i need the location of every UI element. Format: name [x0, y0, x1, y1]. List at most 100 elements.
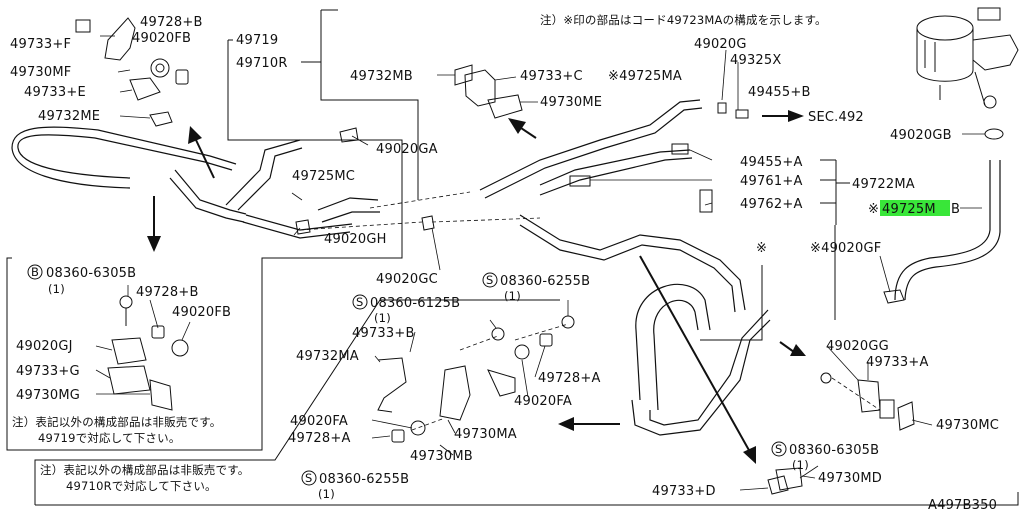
- hose-assembly-main: [11, 99, 1001, 436]
- quantity-label: (1): [318, 487, 335, 501]
- fitting-icon: [735, 109, 749, 119]
- bracket-icon: [107, 365, 151, 395]
- part-label[interactable]: 49020GB: [890, 128, 952, 143]
- circle-s-icon: [301, 470, 317, 486]
- fitting-icon: [717, 102, 727, 114]
- collar-icon: [175, 69, 189, 85]
- part-label[interactable]: 08360-6255B: [319, 472, 409, 487]
- part-label[interactable]: 49730MA: [454, 427, 517, 442]
- clamp-icon: [984, 128, 1004, 140]
- part-label[interactable]: 49722MA: [852, 177, 915, 192]
- part-label[interactable]: 49020GA: [376, 142, 438, 157]
- part-label[interactable]: 49732MA: [296, 349, 359, 364]
- footer-note-lower-ref: 49710Rで対応して下さい。: [66, 479, 217, 493]
- highlighted-part-label[interactable]: 49725M: [882, 202, 936, 217]
- collar-icon: [391, 429, 405, 443]
- grommet-icon: [155, 63, 165, 73]
- part-label[interactable]: 49325X: [730, 53, 781, 68]
- part-label[interactable]: 49020GG: [826, 339, 889, 354]
- clamp-icon: [295, 219, 311, 235]
- part-label[interactable]: ※49725MA: [608, 69, 682, 84]
- bracket-icon: [487, 369, 516, 397]
- part-label[interactable]: 49730ME: [540, 95, 602, 110]
- clamp-icon: [879, 399, 895, 419]
- clamp-icon: [339, 127, 359, 143]
- asterisk-mark: ※: [868, 202, 879, 217]
- clamp-icon: [767, 475, 789, 495]
- part-label[interactable]: 49730MD: [818, 471, 882, 486]
- part-label[interactable]: 49733+A: [866, 355, 929, 370]
- part-label[interactable]: 08360-6125B: [370, 296, 460, 311]
- collar-icon: [539, 333, 553, 347]
- bolt-icon: [820, 372, 832, 384]
- part-label[interactable]: 49730MF: [10, 65, 71, 80]
- part-label[interactable]: 49730MB: [410, 449, 473, 464]
- footer-note-lower: 注）表記以外の構成部品は非販売です。: [40, 463, 249, 477]
- part-label[interactable]: 08360-6305B: [789, 443, 879, 458]
- circle-s-icon: [771, 441, 787, 457]
- part-label[interactable]: 49732ME: [38, 109, 100, 124]
- part-label[interactable]: 49728+B: [140, 15, 203, 30]
- part-label[interactable]: 49733+B: [352, 326, 415, 341]
- grommet-icon: [171, 339, 189, 357]
- part-label[interactable]: 49728+A: [288, 431, 351, 446]
- part-label-suffix: B: [951, 202, 960, 217]
- part-label[interactable]: 49020GH: [324, 232, 387, 247]
- clamp-icon: [421, 215, 435, 231]
- part-label[interactable]: 08360-6305B: [46, 266, 136, 281]
- bracket-icon: [149, 111, 173, 127]
- bracket-icon: [897, 401, 915, 431]
- bolt-icon: [119, 295, 133, 309]
- part-label[interactable]: 49719: [236, 33, 278, 48]
- diagram-code: A497B350: [928, 498, 997, 512]
- block-icon: [464, 69, 496, 107]
- bracket-icon: [377, 357, 407, 413]
- part-label[interactable]: 49725MC: [292, 169, 355, 184]
- grommet-icon: [150, 58, 170, 78]
- part-label[interactable]: 49710R: [236, 56, 288, 71]
- pressure-switch-icon: [569, 175, 591, 187]
- fitting-icon: [671, 143, 689, 155]
- leader-lines: [95, 35, 985, 491]
- quantity-label: (1): [504, 289, 521, 303]
- part-label[interactable]: 49020GJ: [16, 339, 73, 354]
- part-label[interactable]: 49761+A: [740, 174, 803, 189]
- part-label[interactable]: 49730MC: [936, 418, 999, 433]
- part-label[interactable]: 49733+E: [24, 85, 86, 100]
- part-label[interactable]: 49733+G: [16, 364, 80, 379]
- part-label[interactable]: 49020FA: [514, 394, 572, 409]
- part-label[interactable]: 49733+C: [520, 69, 583, 84]
- part-label[interactable]: 49728+B: [136, 285, 199, 300]
- part-label[interactable]: 49762+A: [740, 197, 803, 212]
- part-label[interactable]: SEC.492: [808, 110, 864, 125]
- circled-markers: [27, 264, 787, 486]
- part-label[interactable]: 49020FB: [172, 305, 231, 320]
- header-note: 注）※印の部品はコード49723MAの構成を示します。: [540, 13, 827, 27]
- dashed-leaders: [299, 191, 881, 431]
- collar-icon: [151, 325, 165, 339]
- part-label[interactable]: 49020GC: [376, 272, 438, 287]
- part-label[interactable]: 49455+A: [740, 155, 803, 170]
- part-label[interactable]: 49733+D: [652, 484, 716, 499]
- part-label[interactable]: 08360-6255B: [500, 274, 590, 289]
- grommet-icon: [514, 344, 530, 360]
- part-label[interactable]: 49020FA: [290, 414, 348, 429]
- circle-b-icon: [27, 264, 43, 280]
- part-labels: 注）※印の部品はコード49723MAの構成を示します。 49733+F 4972…: [10, 13, 999, 512]
- part-label[interactable]: 49728+A: [538, 371, 601, 386]
- bracket-icon: [857, 379, 881, 413]
- bolt-icon: [491, 327, 505, 341]
- frame-lines: [6, 9, 1019, 506]
- clamp-icon: [883, 289, 905, 304]
- part-label[interactable]: ※49020GF: [810, 241, 881, 256]
- part-label[interactable]: 49455+B: [748, 85, 811, 100]
- part-label[interactable]: 49732MB: [350, 69, 413, 84]
- part-label[interactable]: 49733+F: [10, 37, 71, 52]
- circle-s-letter: S: [486, 273, 494, 287]
- part-label[interactable]: 49020G: [694, 37, 747, 52]
- components: [75, 7, 1019, 495]
- part-label[interactable]: 49730MG: [16, 388, 80, 403]
- part-label[interactable]: 49020FB: [132, 31, 191, 46]
